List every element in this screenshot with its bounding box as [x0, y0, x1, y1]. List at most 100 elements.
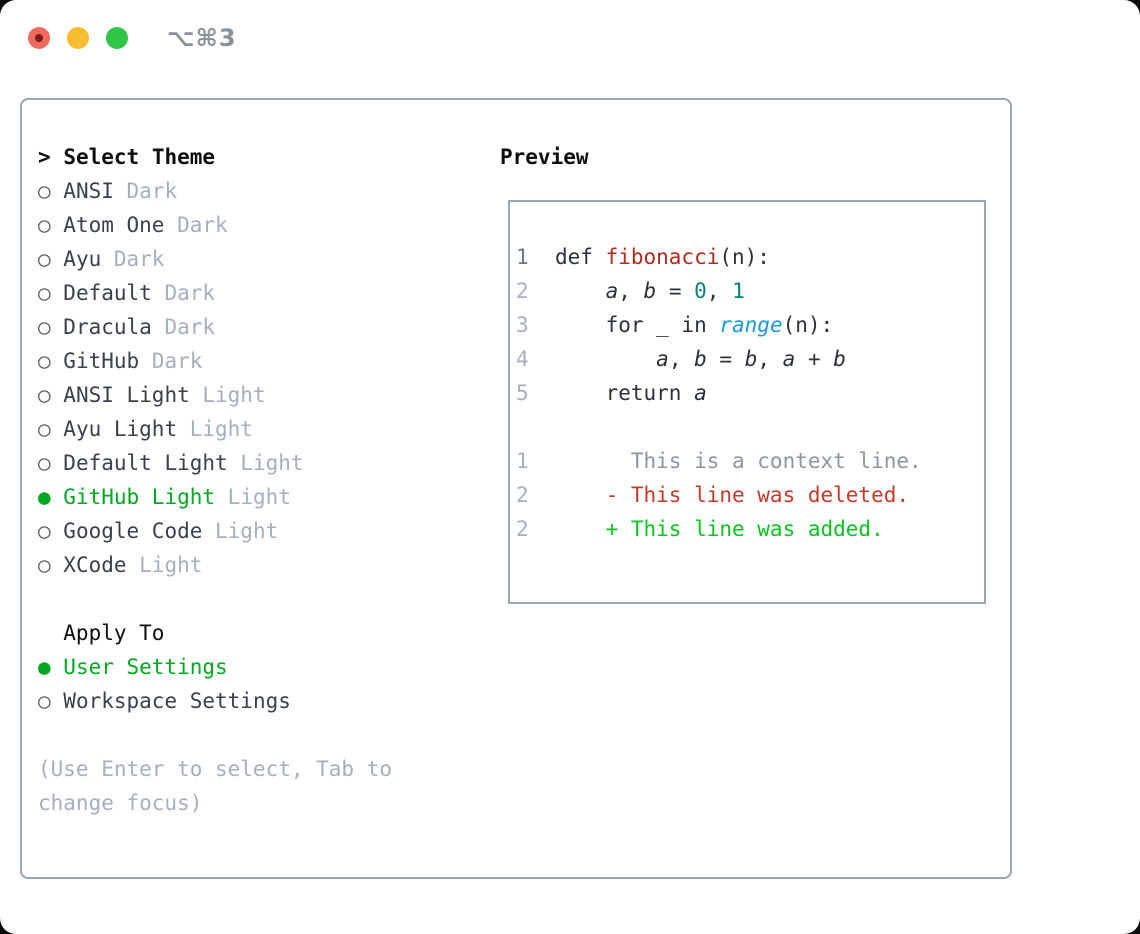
- line-number: 2: [516, 279, 529, 303]
- code-segment-plain: +: [795, 347, 834, 371]
- help-line-1: (Use Enter to select, Tab to: [38, 757, 393, 781]
- help-text: (Use Enter to select, Tab to change focu…: [38, 752, 498, 820]
- theme-name: Dracula: [50, 315, 152, 339]
- theme-name: Default Light: [50, 451, 228, 475]
- theme-option-ansi-light[interactable]: ○ ANSI Light Light: [38, 378, 498, 412]
- code-segment-added: + This line was added.: [555, 517, 884, 541]
- line-number: 1: [516, 449, 529, 473]
- close-button[interactable]: [28, 27, 50, 49]
- radio-unselected-icon: ○: [38, 213, 51, 237]
- theme-name: Ayu Light: [50, 417, 178, 441]
- line-number: 2: [516, 483, 529, 507]
- theme-option-atom-one[interactable]: ○ Atom One Dark: [38, 208, 498, 242]
- theme-option-github-light[interactable]: ● GitHub Light Light: [38, 480, 498, 514]
- theme-variant: Light: [189, 383, 266, 407]
- theme-variant: Light: [227, 451, 304, 475]
- radio-unselected-icon: ○: [38, 519, 51, 543]
- theme-picker-panel: > Select Theme ○ ANSI Dark○ Atom One Dar…: [20, 98, 1012, 879]
- code-segment-var: b: [643, 279, 657, 303]
- theme-option-dracula[interactable]: ○ Dracula Dark: [38, 310, 498, 344]
- code-line: 2 - This line was deleted.: [516, 478, 984, 512]
- theme-variant: Light: [177, 417, 253, 441]
- code-segment-deleted: - This line was deleted.: [555, 483, 910, 507]
- theme-option-default[interactable]: ○ Default Dark: [38, 276, 498, 310]
- theme-option-ansi[interactable]: ○ ANSI Dark: [38, 174, 498, 208]
- theme-variant: Dark: [164, 213, 228, 237]
- code-blank-line: [516, 410, 984, 444]
- titlebar: ⌥⌘3: [0, 0, 1140, 76]
- code-segment-plain: (n):: [782, 313, 834, 337]
- theme-name: GitHub: [50, 349, 140, 373]
- theme-list: ○ ANSI Dark○ Atom One Dark○ Ayu Dark○ De…: [38, 174, 498, 582]
- code-segment-var: a: [605, 279, 619, 303]
- code-segment-plain: ,: [668, 347, 695, 371]
- code-segment-plain: ,: [706, 279, 733, 303]
- code-segment-builtin: range: [719, 313, 783, 337]
- code-segment-var: b: [744, 347, 758, 371]
- code-segment-plain: for _ in: [555, 313, 720, 337]
- code-segment-plain: ,: [618, 279, 644, 303]
- radio-unselected-icon: ○: [38, 247, 51, 271]
- radio-selected-icon: ●: [38, 485, 51, 509]
- apply-to-title: Apply To: [63, 621, 165, 645]
- cursor-prompt: >: [38, 145, 51, 169]
- theme-option-ayu[interactable]: ○ Ayu Dark: [38, 242, 498, 276]
- select-theme-title: Select Theme: [63, 145, 216, 169]
- preview-column: Preview: [500, 140, 589, 174]
- theme-option-default-light[interactable]: ○ Default Light Light: [38, 446, 498, 480]
- theme-name: XCode: [50, 553, 127, 577]
- apply-option-label: User Settings: [50, 655, 228, 679]
- code-line: 2 + This line was added.: [516, 512, 984, 546]
- code-segment-plain: [555, 279, 606, 303]
- radio-unselected-icon: ○: [38, 315, 51, 339]
- theme-variant: Light: [202, 519, 279, 543]
- radio-unselected-icon: ○: [38, 451, 51, 475]
- code-line: 4 a, b = b, a + b: [516, 342, 984, 376]
- theme-option-xcode[interactable]: ○ XCode Light: [38, 548, 498, 582]
- theme-variant: Dark: [113, 179, 178, 203]
- code-segment-plain: return: [555, 381, 695, 405]
- theme-variant: Dark: [151, 281, 216, 305]
- help-line-2: change focus): [38, 791, 203, 815]
- theme-variant: Light: [126, 553, 203, 577]
- code-segment-plain: (n):: [719, 245, 770, 269]
- radio-unselected-icon: ○: [38, 417, 51, 441]
- radio-unselected-icon: ○: [38, 689, 51, 713]
- theme-option-google-code[interactable]: ○ Google Code Light: [38, 514, 498, 548]
- close-dot-icon: [35, 34, 43, 42]
- spacer-row: [38, 582, 498, 616]
- code-segment-plain: =: [706, 347, 745, 371]
- theme-name: Default: [50, 281, 152, 305]
- line-number: 2: [516, 517, 529, 541]
- radio-unselected-icon: ○: [38, 553, 51, 577]
- radio-unselected-icon: ○: [38, 179, 51, 203]
- theme-name: ANSI: [50, 179, 114, 203]
- theme-name: GitHub Light: [50, 485, 216, 509]
- code-segment-var: a: [782, 347, 796, 371]
- theme-option-ayu-light[interactable]: ○ Ayu Light Light: [38, 412, 498, 446]
- apply-option-user-settings[interactable]: ● User Settings: [38, 650, 498, 684]
- code-line: 3 for _ in range(n):: [516, 308, 984, 342]
- code-segment-var: b: [694, 347, 707, 371]
- radio-unselected-icon: ○: [38, 383, 51, 407]
- theme-name: Google Code: [50, 519, 203, 543]
- theme-list-column: > Select Theme ○ ANSI Dark○ Atom One Dar…: [38, 140, 498, 820]
- code-segment-num: 1: [732, 279, 745, 303]
- line-number: 4: [516, 347, 529, 371]
- line-number: 3: [516, 313, 529, 337]
- minimize-button[interactable]: [67, 27, 89, 49]
- code-segment-plain: ,: [757, 347, 783, 371]
- apply-to-header: Apply To: [38, 616, 498, 650]
- theme-option-github[interactable]: ○ GitHub Dark: [38, 344, 498, 378]
- code-segment-plain: [555, 347, 656, 371]
- apply-option-workspace-settings[interactable]: ○ Workspace Settings: [38, 684, 498, 718]
- code-segment-var: a: [656, 347, 669, 371]
- code-line: 1 This is a context line.: [516, 444, 984, 478]
- theme-name: Atom One: [50, 213, 165, 237]
- maximize-button[interactable]: [106, 27, 128, 49]
- preview-title: Preview: [500, 145, 589, 169]
- code-segment-var: a: [694, 381, 707, 405]
